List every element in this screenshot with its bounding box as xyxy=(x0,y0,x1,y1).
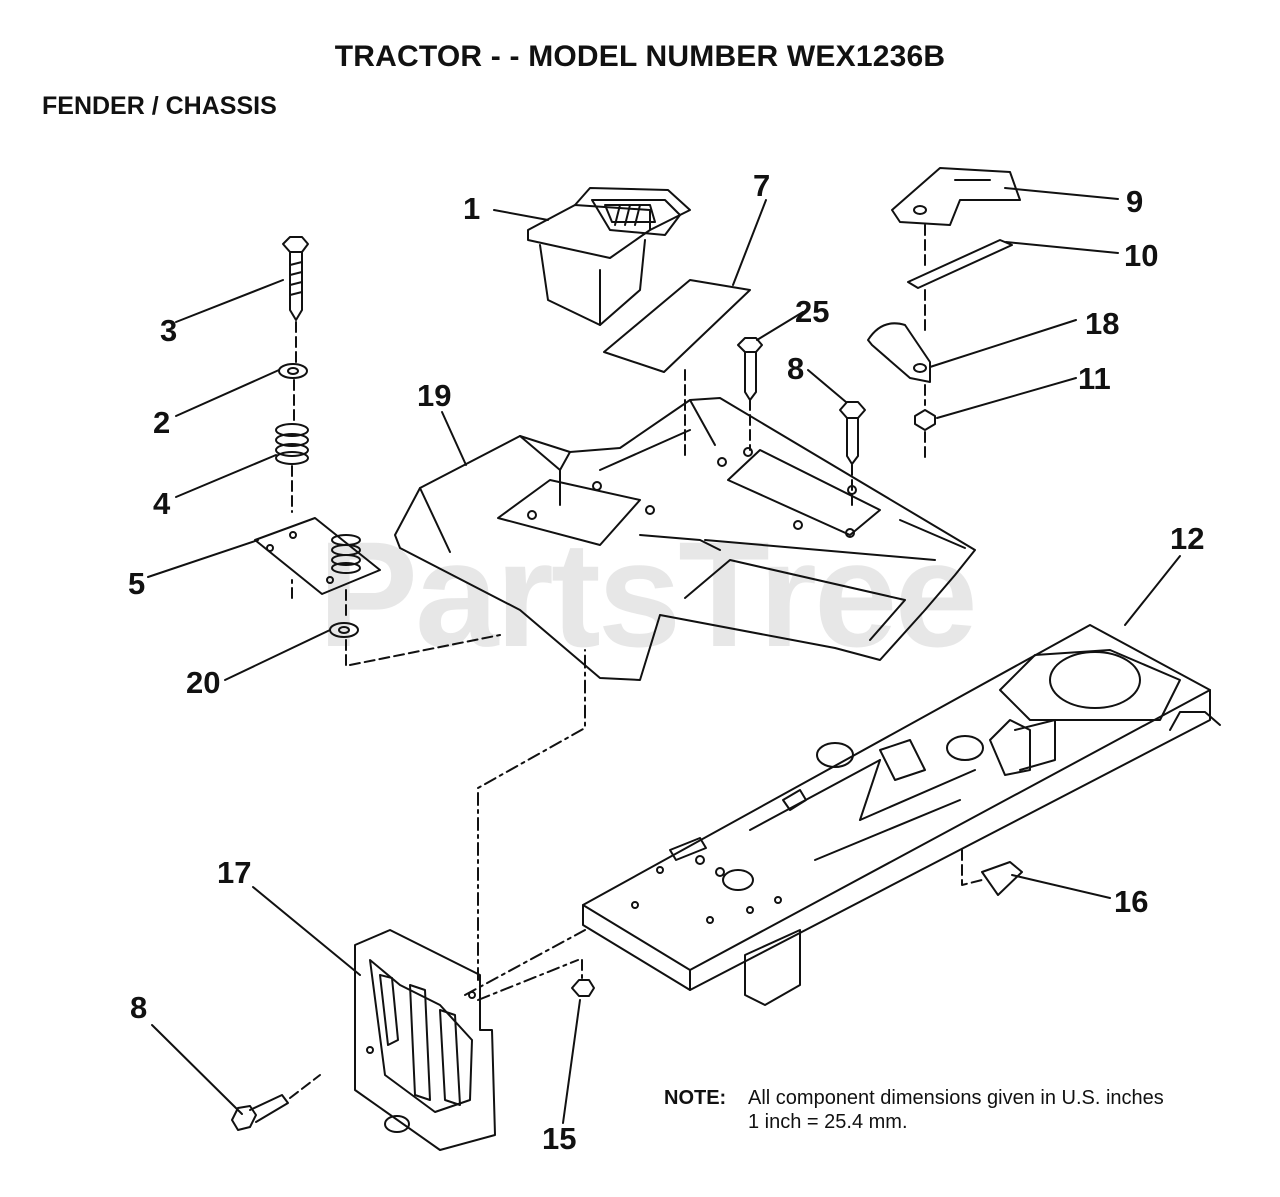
part-nut-15[interactable] xyxy=(571,979,595,997)
part-lever-cover[interactable] xyxy=(891,167,1021,226)
callout-10: 10 xyxy=(1124,238,1158,273)
part-chassis-frame[interactable] xyxy=(582,624,1221,1006)
note-line-1: All component dimensions given in U.S. i… xyxy=(748,1087,1164,1109)
part-spring-5[interactable] xyxy=(331,534,361,574)
callout-9: 9 xyxy=(1126,184,1143,219)
part-washer-20[interactable] xyxy=(329,622,359,638)
callout-12: 12 xyxy=(1170,521,1204,556)
part-bolt-3[interactable] xyxy=(282,236,309,321)
part-nut-11[interactable] xyxy=(914,409,936,431)
callout-3: 3 xyxy=(160,313,177,348)
part-spring-4[interactable] xyxy=(275,423,309,465)
callout-8-lower: 8 xyxy=(130,990,147,1025)
callout-7: 7 xyxy=(753,168,770,203)
diagram-title: TRACTOR - - MODEL NUMBER WEX1236B xyxy=(334,40,946,73)
part-bolt-8-upper[interactable] xyxy=(839,401,866,465)
part-fender[interactable] xyxy=(394,397,976,681)
part-plate-5[interactable] xyxy=(254,517,381,595)
callout-20: 20 xyxy=(186,665,220,700)
callout-5: 5 xyxy=(128,566,145,601)
part-plate[interactable] xyxy=(907,239,1013,289)
section-subtitle: FENDER / CHASSIS xyxy=(42,92,277,120)
part-decal[interactable] xyxy=(603,279,751,373)
part-clamp[interactable] xyxy=(867,322,931,383)
callout-18: 18 xyxy=(1085,306,1119,341)
part-storage-tray[interactable] xyxy=(527,187,691,326)
callout-19: 19 xyxy=(417,378,451,413)
part-wedge-16[interactable] xyxy=(981,861,1023,896)
leader-lines xyxy=(147,187,1181,1124)
callout-25: 25 xyxy=(795,294,829,329)
part-rear-plate[interactable] xyxy=(354,929,496,1151)
callout-16: 16 xyxy=(1114,884,1148,919)
callout-17: 17 xyxy=(217,855,251,890)
note-label: NOTE: xyxy=(664,1087,727,1109)
part-washer-2[interactable] xyxy=(278,363,308,379)
callout-8-upper: 8 xyxy=(787,351,804,386)
callout-11: 11 xyxy=(1078,361,1111,396)
callout-15: 15 xyxy=(542,1121,576,1156)
callout-1: 1 xyxy=(463,191,480,226)
note-line-2: 1 inch = 25.4 mm. xyxy=(748,1111,908,1133)
part-bolt-8-lower[interactable] xyxy=(231,1094,289,1131)
callout-2: 2 xyxy=(153,405,170,440)
part-bolt-25[interactable] xyxy=(737,337,763,401)
callout-4: 4 xyxy=(153,486,171,521)
